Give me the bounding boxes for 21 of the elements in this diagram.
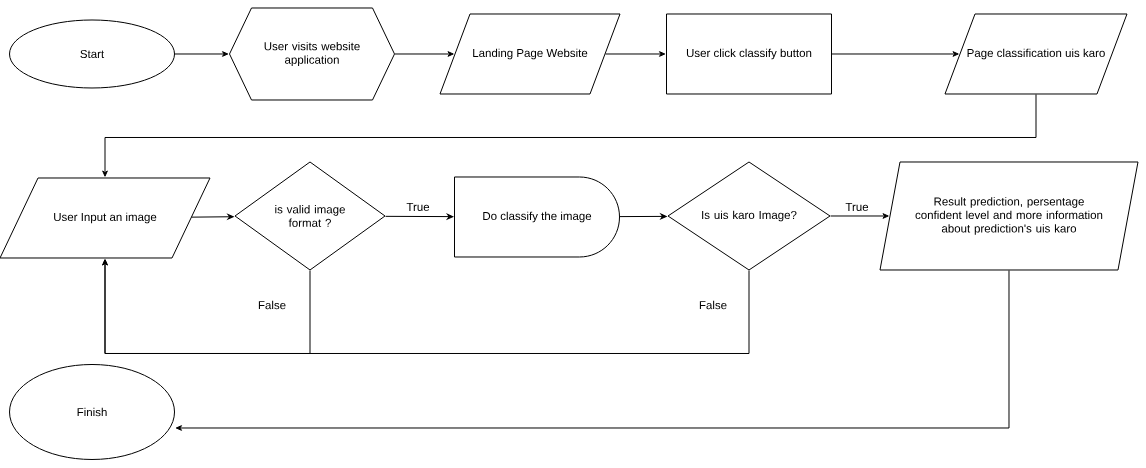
data-parallelogram: Page classification uis karo [944, 13, 1128, 95]
arrow [191, 213, 234, 220]
arrow [605, 51, 666, 57]
arrow [619, 213, 667, 220]
process-box: User click classify button [666, 13, 832, 95]
edge-label: False [697, 299, 729, 311]
arrow [830, 213, 889, 219]
edge-label: False [256, 299, 288, 311]
arrow [394, 51, 454, 57]
arrow [102, 94, 1037, 177]
preparation-hexagon: User visits website application [229, 7, 395, 101]
edge-label: True [404, 201, 432, 213]
arrow [174, 51, 229, 57]
edge-label: True [843, 201, 871, 213]
arrow [831, 51, 959, 57]
arrow [175, 270, 1010, 431]
arrow [102, 259, 750, 354]
data-parallelogram: Result prediction, persentage confident level and more information about prediction's uis karo [879, 161, 1139, 271]
data-parallelogram: Landing Page Website [439, 13, 621, 95]
data-parallelogram: User Input an image [0, 177, 211, 259]
arrow [385, 213, 454, 220]
